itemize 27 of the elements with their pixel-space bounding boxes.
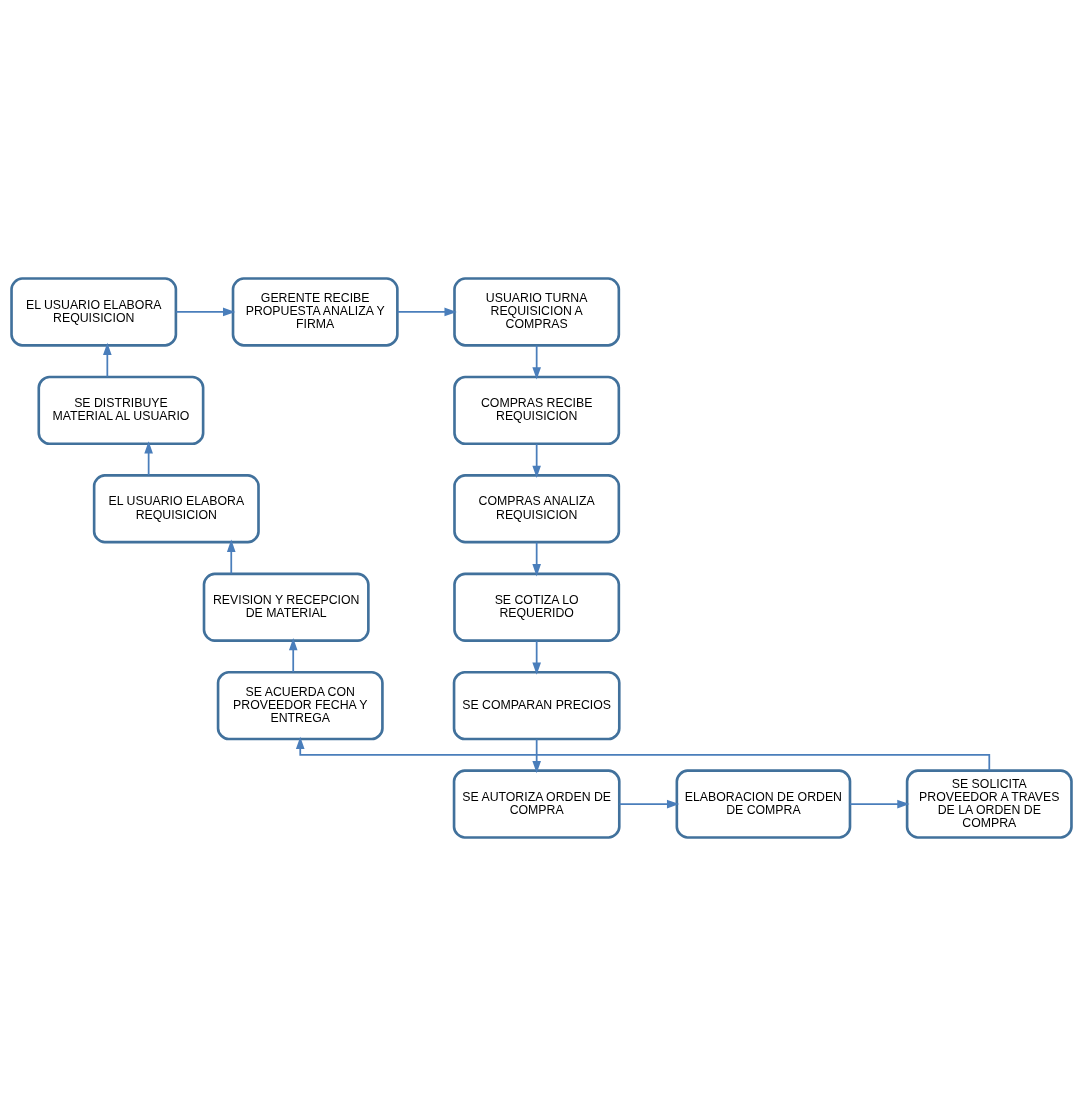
node-box: SE COMPARAN PRECIOS bbox=[452, 670, 621, 741]
node-box: SE SOLICITA PROVEEDOR A TRAVES DE LA ORDEN DE COMPRA bbox=[905, 769, 1073, 839]
arrow bbox=[532, 738, 541, 774]
arrow bbox=[618, 799, 680, 809]
arrow bbox=[532, 443, 541, 478]
node-box: ELABORACION DE ORDEN DE COMPRA bbox=[675, 769, 852, 839]
arrow bbox=[103, 342, 112, 378]
arrow bbox=[532, 639, 541, 675]
arrow bbox=[532, 344, 541, 380]
arrow bbox=[532, 541, 541, 577]
node-box: EL USUARIO ELABORA REQUISICION bbox=[10, 277, 178, 347]
node-box: SE ACUERDA CON PROVEEDOR FECHA Y ENTREGA bbox=[216, 670, 384, 741]
node-box: EL USUARIO ELABORA REQUISICION bbox=[92, 474, 260, 544]
arrow bbox=[175, 307, 236, 317]
arrow bbox=[396, 307, 457, 317]
node-box: COMPRAS ANALIZA REQUISICION bbox=[453, 474, 621, 544]
node-box: REVISION Y RECEPCION DE MATERIAL bbox=[202, 572, 370, 642]
node-box: COMPRAS RECIBE REQUISICION bbox=[453, 375, 621, 446]
node-box: SE COTIZA LO REQUERIDO bbox=[453, 572, 621, 642]
arrow bbox=[144, 441, 153, 477]
node-box: USUARIO TURNA REQUISICION A COMPRAS bbox=[453, 277, 621, 347]
arrow bbox=[226, 539, 236, 575]
arrow bbox=[288, 638, 298, 673]
node-box: GERENTE RECIBE PROPUESTA ANALIZA Y FIRMA bbox=[231, 277, 399, 347]
node-box: SE AUTORIZA ORDEN DE COMPRA bbox=[452, 769, 621, 839]
node-box: SE DISTRIBUYE MATERIAL AL USUARIO bbox=[37, 375, 205, 446]
arrow bbox=[849, 799, 910, 809]
